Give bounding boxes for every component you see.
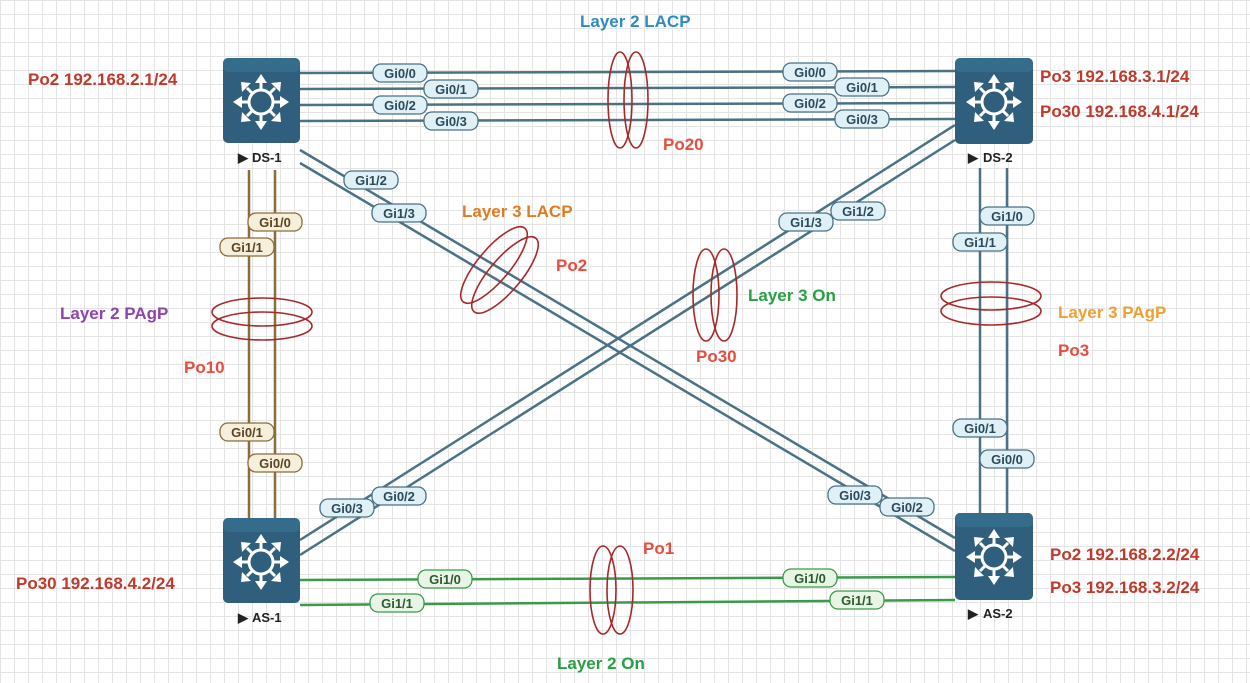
svg-text:Gi0/2: Gi0/2 bbox=[794, 96, 826, 111]
port-ds2-gi12: Gi1/2 bbox=[830, 201, 886, 221]
port-as2-gi02: Gi0/2 bbox=[879, 497, 935, 517]
svg-text:Gi0/0: Gi0/0 bbox=[384, 66, 416, 81]
svg-text:Gi0/2: Gi0/2 bbox=[891, 500, 923, 515]
svg-text:Gi0/3: Gi0/3 bbox=[435, 114, 467, 129]
po-label-po3: Po3 bbox=[1058, 341, 1089, 360]
device-label-ds1: DS-1 bbox=[252, 150, 282, 165]
title-l3-lacp: Layer 3 LACP bbox=[462, 202, 573, 221]
svg-text:Gi1/3: Gi1/3 bbox=[790, 215, 822, 230]
switch-as2[interactable]: ▶ AS-2 bbox=[955, 513, 1033, 621]
device-label-as2: AS-2 bbox=[983, 606, 1013, 621]
port-ds2-gi11: Gi1/1 bbox=[952, 232, 1008, 252]
ip-label-as1-po30: Po30 192.168.4.2/24 bbox=[16, 574, 175, 593]
svg-text:Gi1/0: Gi1/0 bbox=[259, 215, 291, 230]
svg-text:Gi0/3: Gi0/3 bbox=[331, 501, 363, 516]
ip-label-as2-po2: Po2 192.168.2.2/24 bbox=[1050, 545, 1200, 564]
title-l2-pagp: Layer 2 PAgP bbox=[60, 304, 168, 323]
svg-text:Gi1/1: Gi1/1 bbox=[381, 596, 413, 611]
link-ds2-as1-a bbox=[299, 123, 956, 542]
po-label-po30: Po30 bbox=[696, 347, 737, 366]
link-as1-as2-gi10 bbox=[299, 575, 956, 582]
port-ds1-gi02: Gi0/2 bbox=[372, 95, 428, 115]
title-l3-pagp: Layer 3 PAgP bbox=[1058, 303, 1166, 322]
port-as1-gi01: Gi0/1 bbox=[219, 422, 275, 442]
po-label-po20: Po20 bbox=[663, 135, 704, 154]
port-ds2-gi13: Gi1/3 bbox=[778, 212, 834, 232]
svg-text:Gi1/0: Gi1/0 bbox=[991, 209, 1023, 224]
svg-text:Gi1/1: Gi1/1 bbox=[841, 593, 873, 608]
port-as1-gi00: Gi0/0 bbox=[247, 453, 303, 473]
play-icon: ▶ bbox=[967, 150, 979, 165]
port-ds1-gi13: Gi1/3 bbox=[371, 203, 427, 223]
svg-text:Gi0/3: Gi0/3 bbox=[846, 112, 878, 127]
port-ds2-gi00: Gi0/0 bbox=[782, 62, 838, 82]
port-as1-gi10: Gi1/0 bbox=[417, 569, 473, 589]
po-label-po2: Po2 bbox=[556, 256, 587, 275]
svg-text:Gi1/3: Gi1/3 bbox=[383, 206, 415, 221]
svg-text:Gi0/1: Gi0/1 bbox=[231, 425, 263, 440]
svg-text:Gi0/2: Gi0/2 bbox=[384, 98, 416, 113]
port-ds2-gi01: Gi0/1 bbox=[834, 77, 890, 97]
switch-as1[interactable]: ▶ AS-1 bbox=[223, 518, 300, 625]
port-as2-gi03: Gi0/3 bbox=[827, 485, 883, 505]
port-ds2-gi02: Gi0/2 bbox=[782, 93, 838, 113]
svg-text:Gi0/1: Gi0/1 bbox=[964, 421, 996, 436]
svg-text:Gi0/0: Gi0/0 bbox=[259, 456, 291, 471]
ring-po20 bbox=[607, 51, 649, 149]
port-as1-gi11: Gi1/1 bbox=[369, 593, 425, 613]
ring-po2 bbox=[460, 226, 539, 314]
port-ds1-gi03: Gi0/3 bbox=[423, 111, 479, 131]
svg-text:Gi0/1: Gi0/1 bbox=[435, 82, 467, 97]
svg-text:Gi1/2: Gi1/2 bbox=[355, 173, 387, 188]
port-ds1-gi11: Gi1/1 bbox=[219, 237, 275, 257]
ring-po10 bbox=[211, 297, 313, 341]
ring-po1 bbox=[589, 545, 634, 635]
port-ds1-gi12: Gi1/2 bbox=[343, 170, 399, 190]
port-as2-gi01: Gi0/1 bbox=[952, 418, 1008, 438]
svg-text:Gi1/1: Gi1/1 bbox=[964, 235, 996, 250]
switch-ds2[interactable]: ▶ DS-2 bbox=[955, 58, 1033, 165]
port-ds1-gi00: Gi0/0 bbox=[372, 63, 428, 83]
ip-label-as2-po3: Po3 192.168.3.2/24 bbox=[1050, 578, 1200, 597]
ip-label-ds2-po30: Po30 192.168.4.1/24 bbox=[1040, 102, 1199, 121]
port-as2-gi10: Gi1/0 bbox=[782, 568, 838, 588]
device-label-ds2: DS-2 bbox=[983, 150, 1013, 165]
ip-label-ds1-po2: Po2 192.168.2.1/24 bbox=[28, 70, 178, 89]
play-icon: ▶ bbox=[237, 150, 249, 165]
svg-text:Gi0/0: Gi0/0 bbox=[794, 65, 826, 80]
port-as2-gi00: Gi0/0 bbox=[979, 449, 1035, 469]
port-as1-gi02: Gi0/2 bbox=[371, 486, 427, 506]
switch-ds1[interactable]: ▶ DS-1 bbox=[223, 58, 300, 165]
switch-icon bbox=[955, 58, 1033, 144]
port-ds2-gi03: Gi0/3 bbox=[834, 109, 890, 129]
po-label-po10: Po10 bbox=[184, 358, 225, 377]
port-ds1-gi01: Gi0/1 bbox=[423, 79, 479, 99]
ip-label-ds2-po3: Po3 192.168.3.1/24 bbox=[1040, 67, 1190, 86]
po-label-po1: Po1 bbox=[643, 539, 674, 558]
play-icon: ▶ bbox=[237, 610, 249, 625]
device-label-as1: AS-1 bbox=[252, 610, 282, 625]
play-icon: ▶ bbox=[967, 606, 979, 621]
svg-text:Gi1/1: Gi1/1 bbox=[231, 240, 263, 255]
port-ds1-gi10: Gi1/0 bbox=[247, 212, 303, 232]
title-l2-on: Layer 2 On bbox=[557, 654, 645, 673]
port-as2-gi11: Gi1/1 bbox=[829, 590, 885, 610]
svg-text:Gi0/1: Gi0/1 bbox=[846, 80, 878, 95]
port-as1-gi03: Gi0/3 bbox=[319, 498, 375, 518]
ring-po3 bbox=[940, 281, 1042, 326]
switch-icon bbox=[955, 513, 1033, 600]
title-l2-lacp: Layer 2 LACP bbox=[580, 12, 691, 31]
svg-text:Gi0/0: Gi0/0 bbox=[991, 452, 1023, 467]
svg-text:Gi0/2: Gi0/2 bbox=[383, 489, 415, 504]
svg-text:Gi1/0: Gi1/0 bbox=[429, 572, 461, 587]
port-ds2-gi10: Gi1/0 bbox=[979, 206, 1035, 226]
svg-text:Gi1/2: Gi1/2 bbox=[842, 204, 874, 219]
title-l3-on: Layer 3 On bbox=[748, 286, 836, 305]
ring-po30 bbox=[692, 248, 738, 342]
svg-text:Gi1/0: Gi1/0 bbox=[794, 571, 826, 586]
svg-text:Gi0/3: Gi0/3 bbox=[839, 488, 871, 503]
